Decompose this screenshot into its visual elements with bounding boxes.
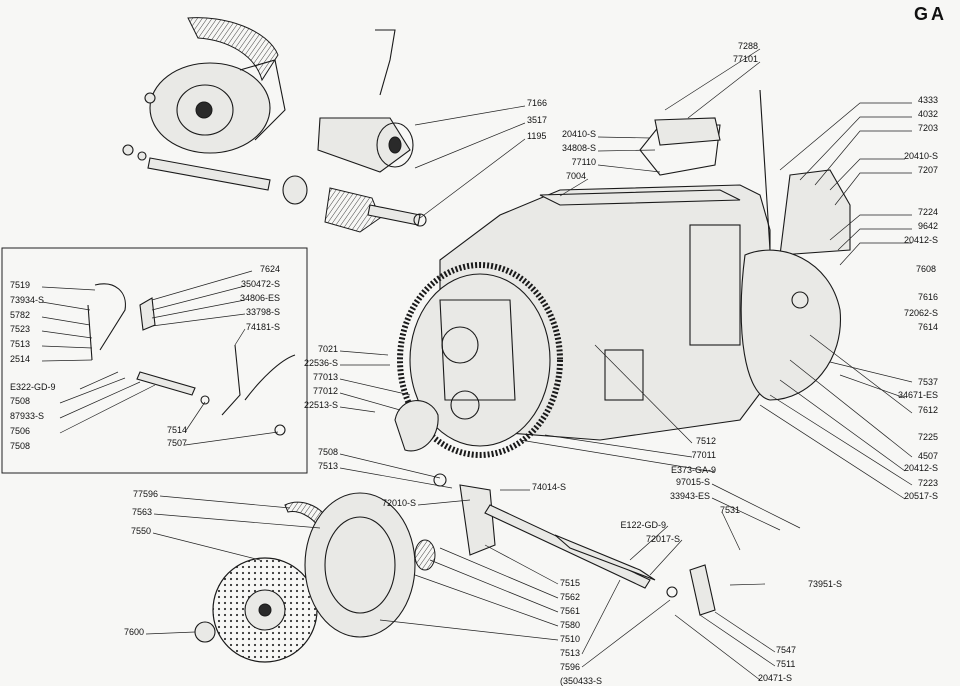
part-number-label: 7614 [918, 322, 938, 332]
part-number-label: 7562 [560, 592, 580, 602]
part-number-label: (350433-S [560, 676, 602, 686]
part-number-label: 20412-S [904, 235, 938, 245]
part-number-label: 7166 [527, 98, 547, 108]
part-number-label: E322-GD-9 [10, 382, 56, 392]
part-number-label: 7004 [566, 171, 586, 181]
part-number-label: 7203 [918, 123, 938, 133]
part-number-label: 34671-ES [898, 390, 938, 400]
part-number-label: 7288 [738, 41, 758, 51]
part-number-label: 7513 [318, 461, 338, 471]
callout-labels: 7166 3517 1195 7288 77101 20410-S 34808-S 77110… [10, 41, 938, 686]
part-number-label: 74181-S [246, 322, 280, 332]
part-number-label: 7580 [560, 620, 580, 630]
callout-leader-lines [41, 48, 913, 681]
part-number-label: 77596 [133, 489, 158, 499]
part-number-label: 7537 [918, 377, 938, 387]
part-number-label: 7547 [776, 645, 796, 655]
part-number-label: 20471-S [758, 673, 792, 683]
part-number-label: 22513-S [304, 400, 338, 410]
part-number-label: 73934-S [10, 295, 44, 305]
part-number-label: 7563 [132, 507, 152, 517]
part-number-label: 7507 [167, 438, 187, 448]
part-number-label: 7550 [131, 526, 151, 536]
part-number-label: 7225 [918, 432, 938, 442]
linkage-parts-drawing [87, 283, 296, 436]
bell-housing-drawing [394, 262, 563, 458]
part-number-label: 3517 [527, 115, 547, 125]
part-number-label: 72017-S [646, 534, 680, 544]
part-number-label: 7523 [10, 324, 30, 334]
part-number-label: E122-GD-9 [620, 520, 666, 530]
part-number-label: 7224 [918, 207, 938, 217]
part-number-label: 7506 [10, 426, 30, 436]
part-number-label: 7608 [916, 264, 936, 274]
part-number-label: 7624 [260, 264, 280, 274]
part-number-label: 77110 [572, 157, 596, 167]
part-number-label: 33798-S [246, 307, 280, 317]
part-number-label: 20410-S [904, 151, 938, 161]
part-number-label: 7616 [918, 292, 938, 302]
part-number-label: 20410-S [562, 129, 596, 139]
shift-housing-drawing [317, 29, 414, 173]
part-number-label: 22536-S [304, 358, 338, 368]
part-number-label: 350472-S [241, 279, 280, 289]
part-number-label: 34808-S [562, 143, 596, 153]
part-number-label: 7207 [918, 165, 938, 175]
part-number-label: E373-GA-9 [671, 465, 716, 475]
part-number-label: 2514 [10, 354, 30, 364]
part-number-label: 34806-ES [240, 293, 280, 303]
part-number-label: 1195 [527, 131, 546, 141]
part-number-label: 7513 [560, 648, 580, 658]
part-number-label: 97015-S [676, 477, 710, 487]
part-number-label: 4032 [918, 109, 938, 119]
part-number-label: 72010-S [382, 498, 416, 508]
linkage-inset-frame [1, 247, 308, 474]
part-number-label: 77013 [313, 372, 338, 382]
part-number-label: 77101 [733, 54, 758, 64]
part-number-label: 77011 [692, 450, 716, 460]
shaft-gear-drawing [122, 144, 427, 233]
part-number-label: 7596 [560, 662, 580, 672]
part-number-label: 9642 [918, 221, 938, 231]
part-number-label: 7021 [318, 344, 338, 354]
part-number-label: 7600 [124, 627, 144, 637]
part-number-label: 33943-ES [670, 491, 710, 501]
page-code: GA [914, 4, 947, 24]
part-number-label: 7513 [10, 339, 30, 349]
part-number-label: 4507 [918, 451, 938, 461]
part-number-label: 7512 [696, 436, 716, 446]
part-number-label: 7508 [318, 447, 338, 457]
part-number-label: 7223 [918, 478, 938, 488]
part-number-label: 5782 [10, 310, 30, 320]
part-number-label: 20517-S [904, 491, 938, 501]
part-number-label: 7531 [720, 505, 740, 515]
release-fork-drawing [433, 473, 716, 616]
part-number-label: 7561 [560, 606, 580, 616]
clutch-assembly-drawing [194, 492, 436, 663]
part-number-label: 7508 [10, 441, 30, 451]
part-number-label: 74014-S [532, 482, 566, 492]
part-number-label: 7510 [560, 634, 580, 644]
part-number-label: 7612 [918, 405, 938, 415]
part-number-label: 77012 [313, 386, 338, 396]
part-number-label: 20412-S [904, 463, 938, 473]
part-number-label: 87933-S [10, 411, 44, 421]
pulley-assembly-drawing [144, 17, 286, 154]
part-number-label: 7508 [10, 396, 30, 406]
part-number-label: 7511 [776, 659, 795, 669]
part-number-label: 73951-S [808, 579, 842, 589]
part-number-label: 7514 [167, 425, 187, 435]
part-number-label: 4333 [918, 95, 938, 105]
part-number-label: 7519 [10, 280, 30, 290]
part-number-label: 72062-S [904, 308, 938, 318]
part-number-label: 7515 [560, 578, 580, 588]
